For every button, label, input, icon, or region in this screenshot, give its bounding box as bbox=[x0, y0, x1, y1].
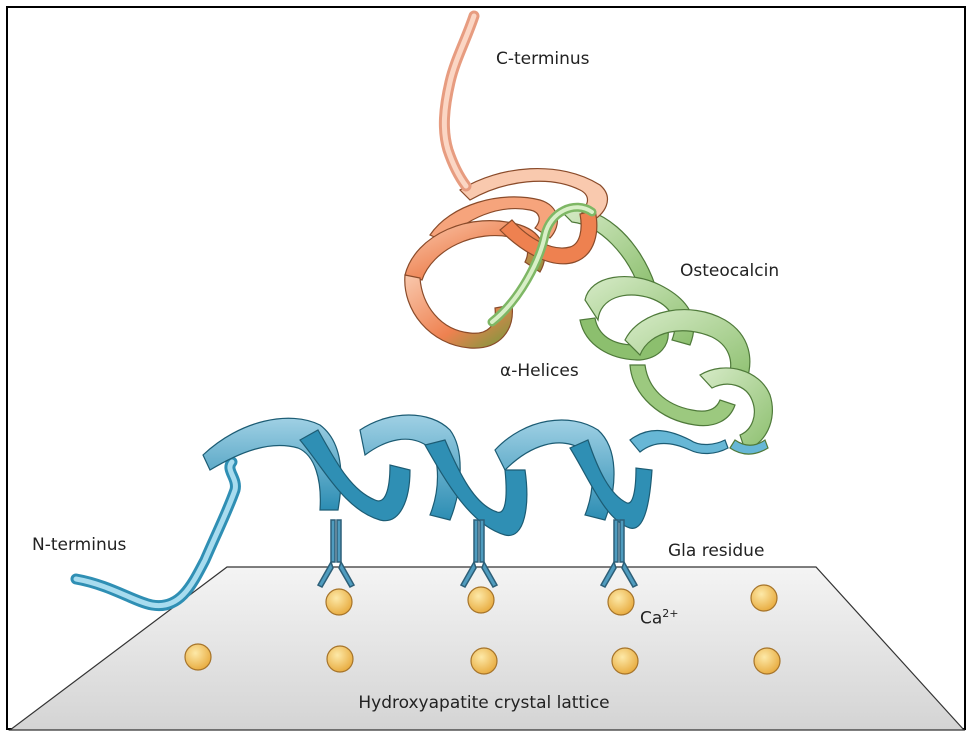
calcium-ion bbox=[327, 646, 353, 672]
calcium-ion bbox=[468, 587, 494, 613]
calcium-ion bbox=[471, 648, 497, 674]
c-terminus-label: C-terminus bbox=[496, 49, 590, 69]
calcium-ion bbox=[608, 589, 634, 615]
gla-residue-label: Gla residue bbox=[668, 541, 764, 561]
alpha-helices-label: α-Helices bbox=[500, 361, 579, 381]
calcium-ion bbox=[326, 589, 352, 615]
osteocalcin-label: Osteocalcin bbox=[680, 261, 779, 281]
calcium-label: Ca2+ bbox=[640, 607, 679, 629]
calcium-ion bbox=[612, 648, 638, 674]
calcium-charge: 2+ bbox=[662, 607, 678, 620]
calcium-ion bbox=[185, 644, 211, 670]
orange-alpha-helix bbox=[405, 169, 608, 349]
n-terminus-label: N-terminus bbox=[32, 535, 126, 555]
lattice-label: Hydroxyapatite crystal lattice bbox=[358, 693, 609, 713]
calcium-ion bbox=[754, 648, 780, 674]
calcium-ion bbox=[751, 585, 777, 611]
blue-alpha-helix bbox=[203, 415, 728, 535]
